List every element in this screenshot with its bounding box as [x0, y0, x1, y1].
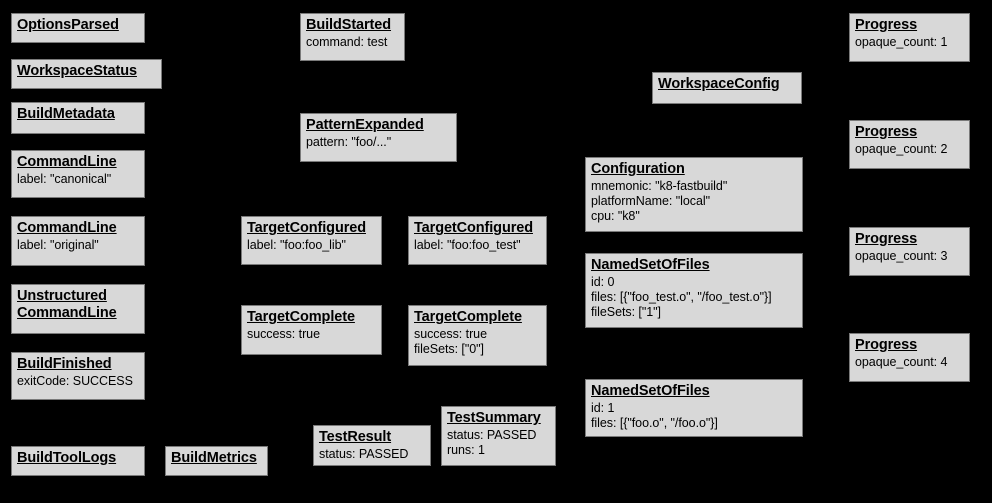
event-node-field: opaque_count: 2	[855, 142, 948, 157]
event-node-field: label: "foo:foo_test"	[414, 238, 521, 253]
event-node-title: WorkspaceStatus	[17, 63, 137, 79]
event-node-fields: status: PASSED	[319, 447, 425, 462]
event-node-title: OptionsParsed	[17, 17, 119, 33]
event-node-field: fileSets: ["0"]	[414, 341, 484, 356]
event-node-fields: label: "original"	[17, 238, 139, 253]
event-node-command-line-original[interactable]: CommandLine label: "original"	[11, 216, 145, 266]
event-node-field: exitCode: SUCCESS	[17, 374, 133, 389]
event-node-fields: success: true	[247, 327, 376, 342]
event-node-title: Unstructured CommandLine	[17, 288, 117, 322]
event-node-field: status: PASSED	[447, 428, 537, 443]
event-node-pattern-expanded[interactable]: PatternExpanded pattern: "foo/..."	[300, 113, 457, 162]
event-node-title: TargetConfigured	[247, 220, 366, 236]
event-node-build-finished[interactable]: BuildFinished exitCode: SUCCESS	[11, 352, 145, 400]
event-node-fields: pattern: "foo/..."	[306, 135, 451, 150]
event-node-field: cpu: "k8"	[591, 208, 640, 223]
event-node-field: opaque_count: 1	[855, 35, 948, 50]
event-node-title: CommandLine	[17, 154, 117, 170]
event-node-field: success: true	[414, 327, 487, 342]
event-node-fields: label: "canonical"	[17, 172, 139, 187]
event-node-title: TargetComplete	[414, 309, 522, 325]
event-node-title: TargetComplete	[247, 309, 355, 325]
event-node-fields: opaque_count: 1	[855, 35, 964, 50]
event-node-title: Progress	[855, 124, 918, 140]
event-node-progress-1[interactable]: Progress opaque_count: 1	[849, 13, 970, 62]
event-node-field: label: "original"	[17, 238, 99, 253]
event-node-field: label: "foo:foo_lib"	[247, 238, 346, 253]
event-node-field: pattern: "foo/..."	[306, 135, 392, 150]
event-node-test-result[interactable]: TestResult status: PASSED	[313, 425, 431, 466]
event-node-field: files: [{"foo.o", "/foo.o"}]	[591, 415, 718, 430]
event-node-title: Progress	[855, 17, 918, 33]
event-node-options-parsed[interactable]: OptionsParsed	[11, 13, 145, 43]
event-node-field: opaque_count: 4	[855, 355, 948, 370]
event-node-field: fileSets: ["1"]	[591, 304, 661, 319]
event-node-title: Progress	[855, 231, 918, 247]
event-node-field: success: true	[247, 327, 320, 342]
event-node-field: runs: 1	[447, 442, 485, 457]
event-node-title: PatternExpanded	[306, 117, 424, 133]
event-node-fields: opaque_count: 2	[855, 142, 964, 157]
event-node-target-configured-foo-test[interactable]: TargetConfigured label: "foo:foo_test"	[408, 216, 547, 265]
event-node-build-started[interactable]: BuildStarted command: test	[300, 13, 405, 61]
event-node-title: NamedSetOfFiles	[591, 383, 710, 399]
event-node-title: BuildMetrics	[171, 450, 257, 466]
event-node-title: BuildToolLogs	[17, 450, 117, 466]
event-node-build-metrics[interactable]: BuildMetrics	[165, 446, 268, 476]
event-node-field: mnemonic: "k8-fastbuild"	[591, 179, 728, 194]
event-node-field: platformName: "local"	[591, 193, 710, 208]
event-node-progress-3[interactable]: Progress opaque_count: 3	[849, 227, 970, 276]
event-node-fields: opaque_count: 4	[855, 355, 964, 370]
event-node-workspace-status[interactable]: WorkspaceStatus	[11, 59, 162, 89]
event-node-fields: mnemonic: "k8-fastbuild"platformName: "l…	[591, 179, 797, 223]
event-node-field: label: "canonical"	[17, 172, 112, 187]
event-node-progress-4[interactable]: Progress opaque_count: 4	[849, 333, 970, 382]
event-node-title: BuildStarted	[306, 17, 392, 33]
event-node-target-complete-lib[interactable]: TargetComplete success: true	[241, 305, 382, 355]
event-node-fields: exitCode: SUCCESS	[17, 374, 139, 389]
event-node-target-configured-foo-lib[interactable]: TargetConfigured label: "foo:foo_lib"	[241, 216, 382, 265]
event-node-field: files: [{"foo_test.o", "/foo_test.o"}]	[591, 289, 772, 304]
event-node-command-line-canonical[interactable]: CommandLine label: "canonical"	[11, 150, 145, 198]
event-node-title: TestResult	[319, 429, 392, 445]
event-node-fields: label: "foo:foo_lib"	[247, 238, 376, 253]
event-node-field: id: 1	[591, 401, 615, 416]
event-node-title: Configuration	[591, 161, 685, 177]
event-node-field: command: test	[306, 35, 388, 50]
event-node-progress-2[interactable]: Progress opaque_count: 2	[849, 120, 970, 169]
event-node-workspace-config[interactable]: WorkspaceConfig	[652, 72, 802, 104]
event-node-fields: opaque_count: 3	[855, 249, 964, 264]
event-node-title: TargetConfigured	[414, 220, 533, 236]
event-node-fields: label: "foo:foo_test"	[414, 238, 541, 253]
event-node-title: CommandLine	[17, 220, 117, 236]
event-node-field: status: PASSED	[319, 447, 409, 462]
event-node-title: TestSummary	[447, 410, 541, 426]
event-node-configuration[interactable]: Configuration mnemonic: "k8-fastbuild"pla…	[585, 157, 803, 232]
event-node-field: id: 0	[591, 275, 615, 290]
event-node-fields: command: test	[306, 35, 399, 50]
event-node-title: Progress	[855, 337, 918, 353]
event-node-build-tool-logs[interactable]: BuildToolLogs	[11, 446, 145, 476]
event-node-title: WorkspaceConfig	[658, 76, 780, 92]
event-node-title: NamedSetOfFiles	[591, 257, 710, 273]
event-node-build-metadata[interactable]: BuildMetadata	[11, 102, 145, 134]
event-node-title: BuildMetadata	[17, 106, 115, 122]
event-node-title: BuildFinished	[17, 356, 112, 372]
event-node-unstructured-command-line[interactable]: Unstructured CommandLine	[11, 284, 145, 334]
event-node-field: opaque_count: 3	[855, 249, 948, 264]
